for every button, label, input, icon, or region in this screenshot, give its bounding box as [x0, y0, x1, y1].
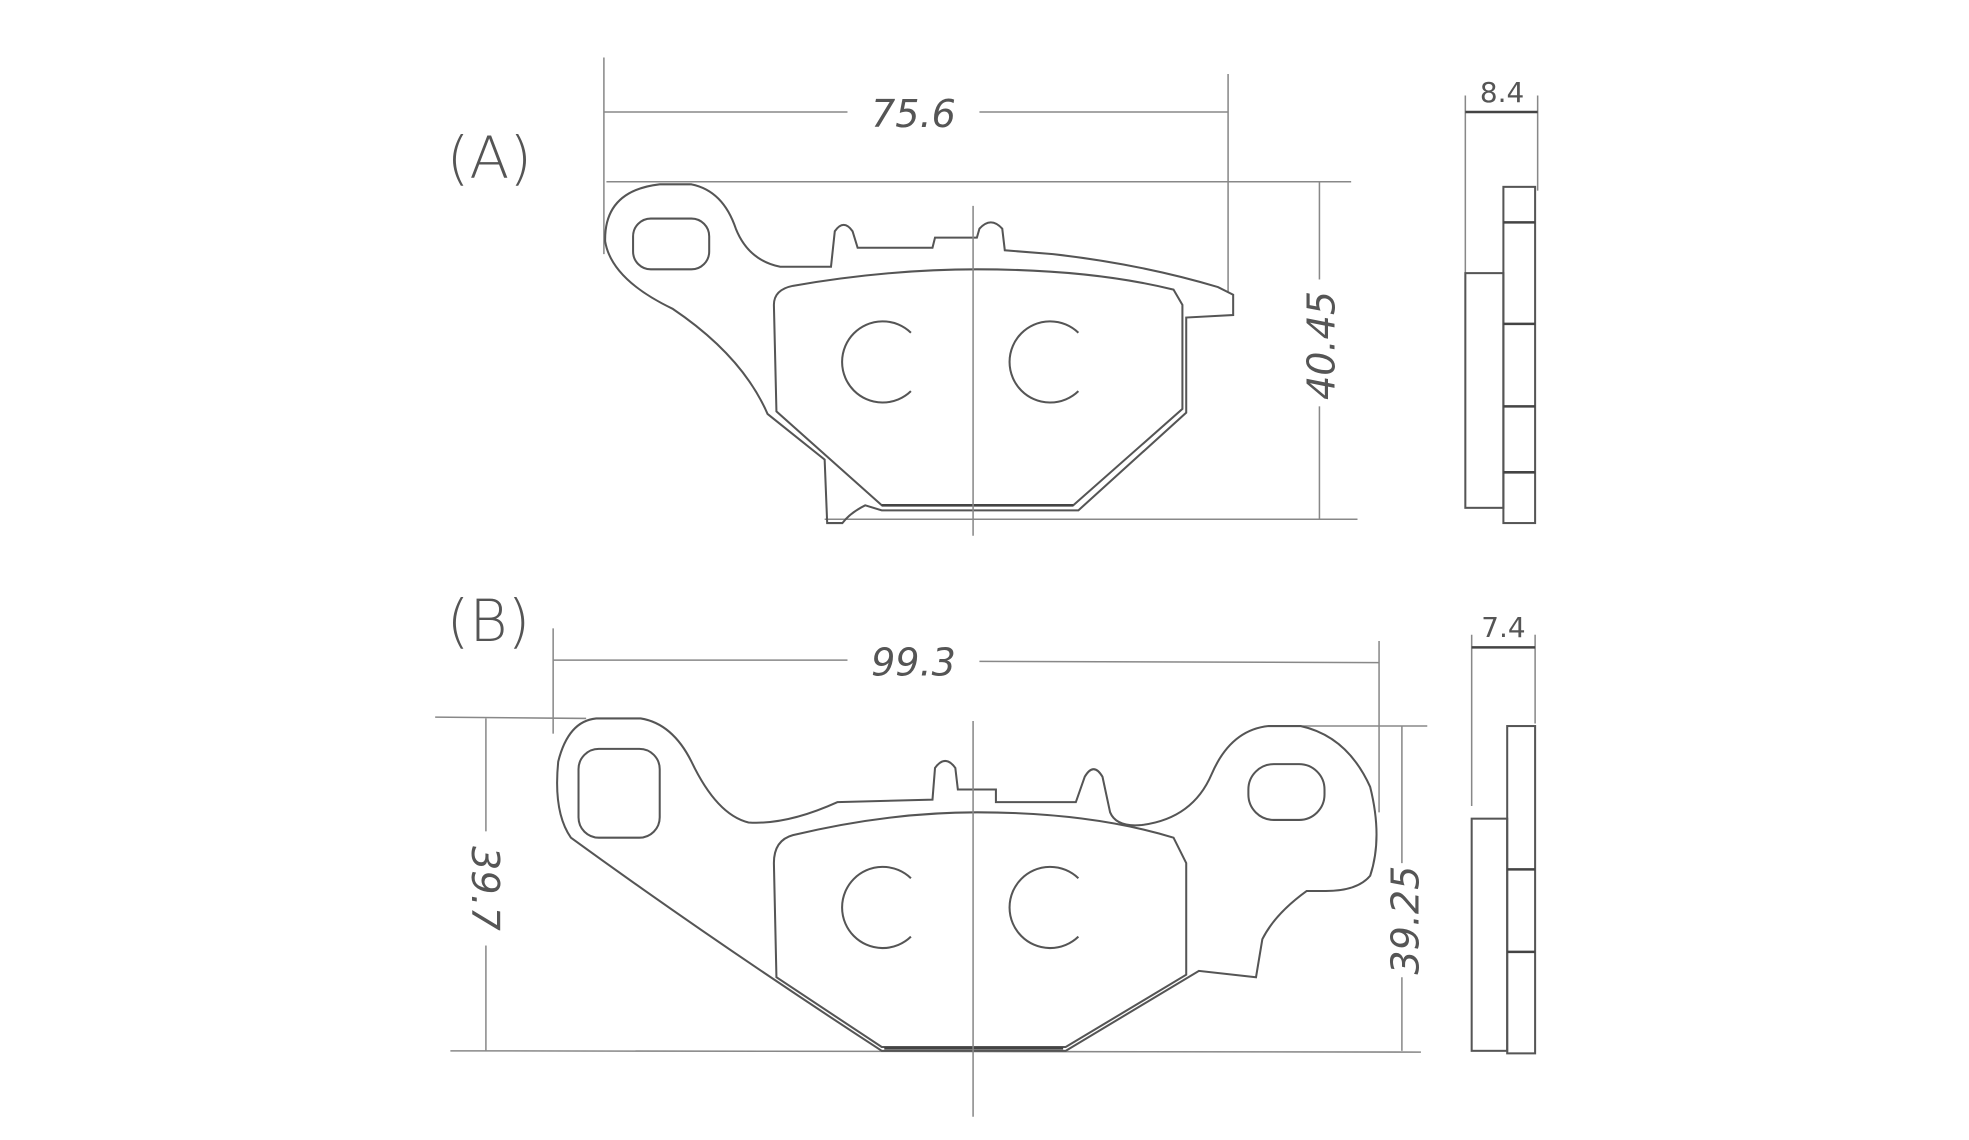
mounting-hole-b-right — [1247, 763, 1326, 821]
backing-plate-a — [604, 183, 1235, 525]
piston-mark-icon — [1008, 865, 1080, 950]
backing-plate-b — [556, 717, 1378, 1052]
height-dimension-a: 40.45 — [1300, 291, 1344, 400]
width-dimension-a: 75.6 — [871, 92, 956, 136]
side-backing-plate-b — [1506, 725, 1537, 1055]
piston-mark-icon — [841, 320, 912, 404]
drawing-a-label: (A) — [447, 124, 532, 192]
piston-mark-icon — [841, 865, 912, 950]
thickness-dimension-a: 8.4 — [1480, 76, 1524, 109]
piston-mark-icon — [1008, 320, 1080, 404]
drawing-a: (A) 75.6 40.45 8.4 — [447, 57, 1539, 536]
side-friction-pad-b — [1470, 817, 1509, 1052]
extension-line — [435, 716, 587, 720]
mounting-hole-b-left — [577, 747, 661, 839]
thickness-dimension-b: 7.4 — [1481, 611, 1525, 644]
dimension-line — [979, 660, 1380, 664]
drawing-b: (B) 99.3 39.7 39.25 7.4 — [435, 587, 1537, 1117]
drawing-b-label: (B) — [447, 587, 531, 655]
side-friction-pad-a — [1464, 272, 1505, 509]
height-left-dimension-b: 39.7 — [463, 846, 507, 931]
friction-pad-b — [772, 811, 1188, 1049]
friction-pad-a — [772, 268, 1184, 507]
height-right-dimension-b: 39.25 — [1383, 866, 1427, 975]
width-dimension-b: 99.3 — [871, 640, 956, 684]
mounting-hole-a — [632, 217, 711, 271]
